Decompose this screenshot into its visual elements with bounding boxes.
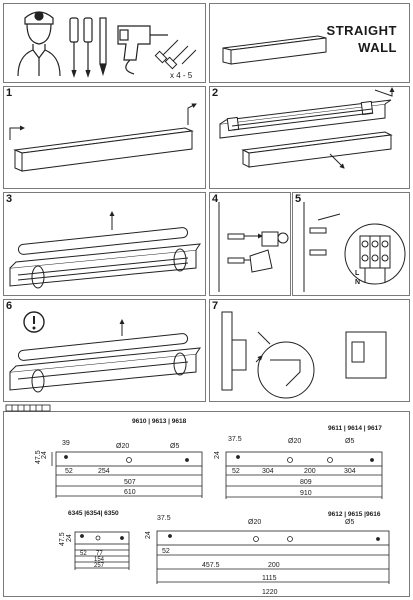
step-2-drawing xyxy=(219,87,395,169)
drawing-2-labels: 37.5 Ø20 Ø5 24 52 304 200 304 809 910 xyxy=(214,436,356,497)
dim-1-d4: 24 xyxy=(41,451,48,459)
dim-1-d9: 610 xyxy=(124,489,136,496)
dim-4-d4: 24 xyxy=(145,531,152,539)
drawing-4 xyxy=(156,530,390,584)
dim-3-d4: 77 xyxy=(96,551,103,557)
dim-4-d9: 1220 xyxy=(262,589,278,596)
drawing-3-models: 6345 |6354| 6350 xyxy=(68,510,119,517)
step-4-panel xyxy=(209,192,291,296)
dim-3-d6: 257 xyxy=(94,563,105,569)
dim-4-d7: 200 xyxy=(268,562,280,569)
step-3-drawing xyxy=(9,211,202,289)
dim-1-d5: 47.5 xyxy=(35,450,42,464)
dimensions-panel xyxy=(3,411,410,597)
dim-4-d6: 457.5 xyxy=(202,562,220,569)
dim-4-d1: 37.5 xyxy=(157,515,171,522)
step-5-drawing xyxy=(303,202,406,292)
dim-2-d4: 24 xyxy=(214,451,221,459)
step-6-drawing xyxy=(9,311,202,393)
dim-3-d3: 52 xyxy=(80,551,87,557)
step-1-drawing xyxy=(9,103,197,172)
dim-2-d9: 809 xyxy=(300,479,312,486)
screw-quantity: x 4 - 5 xyxy=(170,71,193,80)
dim-3-d2: 24 xyxy=(66,534,73,542)
product-title: STRAIGHT WALL xyxy=(327,22,397,56)
screwdriver-icon xyxy=(69,17,93,78)
dim-2-d6: 304 xyxy=(262,468,274,475)
drawing-2-models: 9611 | 9614 | 9617 xyxy=(328,425,382,432)
dim-2-d5: 52 xyxy=(232,468,240,475)
pencil-icon xyxy=(99,17,107,77)
step-1-number: 1 xyxy=(6,87,13,99)
dim-1-d8: 507 xyxy=(124,479,136,486)
drawing-3-labels: 47.5 24 52 77 154 257 xyxy=(59,532,105,569)
step-4-drawing xyxy=(218,202,289,292)
drawing-3 xyxy=(74,531,130,570)
dim-2-d7: 200 xyxy=(304,468,316,475)
screw-icon xyxy=(154,39,197,70)
drawing-2 xyxy=(225,451,383,499)
dim-4-d8: 1115 xyxy=(262,575,277,582)
product-title-line2: WALL xyxy=(358,40,397,55)
dim-2-d2: Ø20 xyxy=(288,438,301,445)
dim-4-d5: 52 xyxy=(162,548,170,555)
drawing-1 xyxy=(51,451,203,498)
product-bar-illustration xyxy=(222,35,327,65)
drawing-1-models: 9610 | 9613 | 9618 xyxy=(132,418,187,425)
step-5-number: 5 xyxy=(295,193,302,205)
dim-1-d7: 254 xyxy=(98,468,110,475)
drill-icon xyxy=(117,25,168,75)
dim-2-d3: Ø5 xyxy=(345,438,354,445)
product-title-line1: STRAIGHT xyxy=(326,23,397,38)
drawing-4-labels: 37.5 Ø20 Ø5 24 52 457.5 200 1115 1220 xyxy=(145,515,354,596)
step-7-number: 7 xyxy=(212,300,219,312)
wire-label-l: L xyxy=(355,270,360,277)
drawing-1-labels: 39 Ø20 Ø5 24 47.5 52 254 507 610 xyxy=(35,440,179,496)
dim-3-d1: 47.5 xyxy=(59,532,66,546)
dim-4-d2: Ø20 xyxy=(248,519,261,526)
wire-label-n: N xyxy=(355,279,360,286)
dim-2-d8: 304 xyxy=(344,468,356,475)
dim-3-d5: 154 xyxy=(94,557,105,563)
dim-1-d3: Ø5 xyxy=(170,443,179,450)
step-6-number: 6 xyxy=(6,300,13,312)
installer-icon xyxy=(17,11,61,77)
dim-1-d6: 52 xyxy=(65,468,73,475)
step-3-number: 3 xyxy=(6,193,13,205)
dim-1-d2: Ø20 xyxy=(116,443,129,450)
dim-2-d10: 910 xyxy=(300,490,312,497)
step-2-number: 2 xyxy=(212,87,219,99)
dim-4-d3: Ø5 xyxy=(345,519,354,526)
dim-2-d1: 37.5 xyxy=(228,436,242,443)
drawing-4-models: 9612 | 9615 |9616 xyxy=(328,511,381,518)
dim-1-d1: 39 xyxy=(62,440,70,447)
step-7-drawing xyxy=(221,311,387,399)
step-4-number: 4 xyxy=(212,193,219,205)
